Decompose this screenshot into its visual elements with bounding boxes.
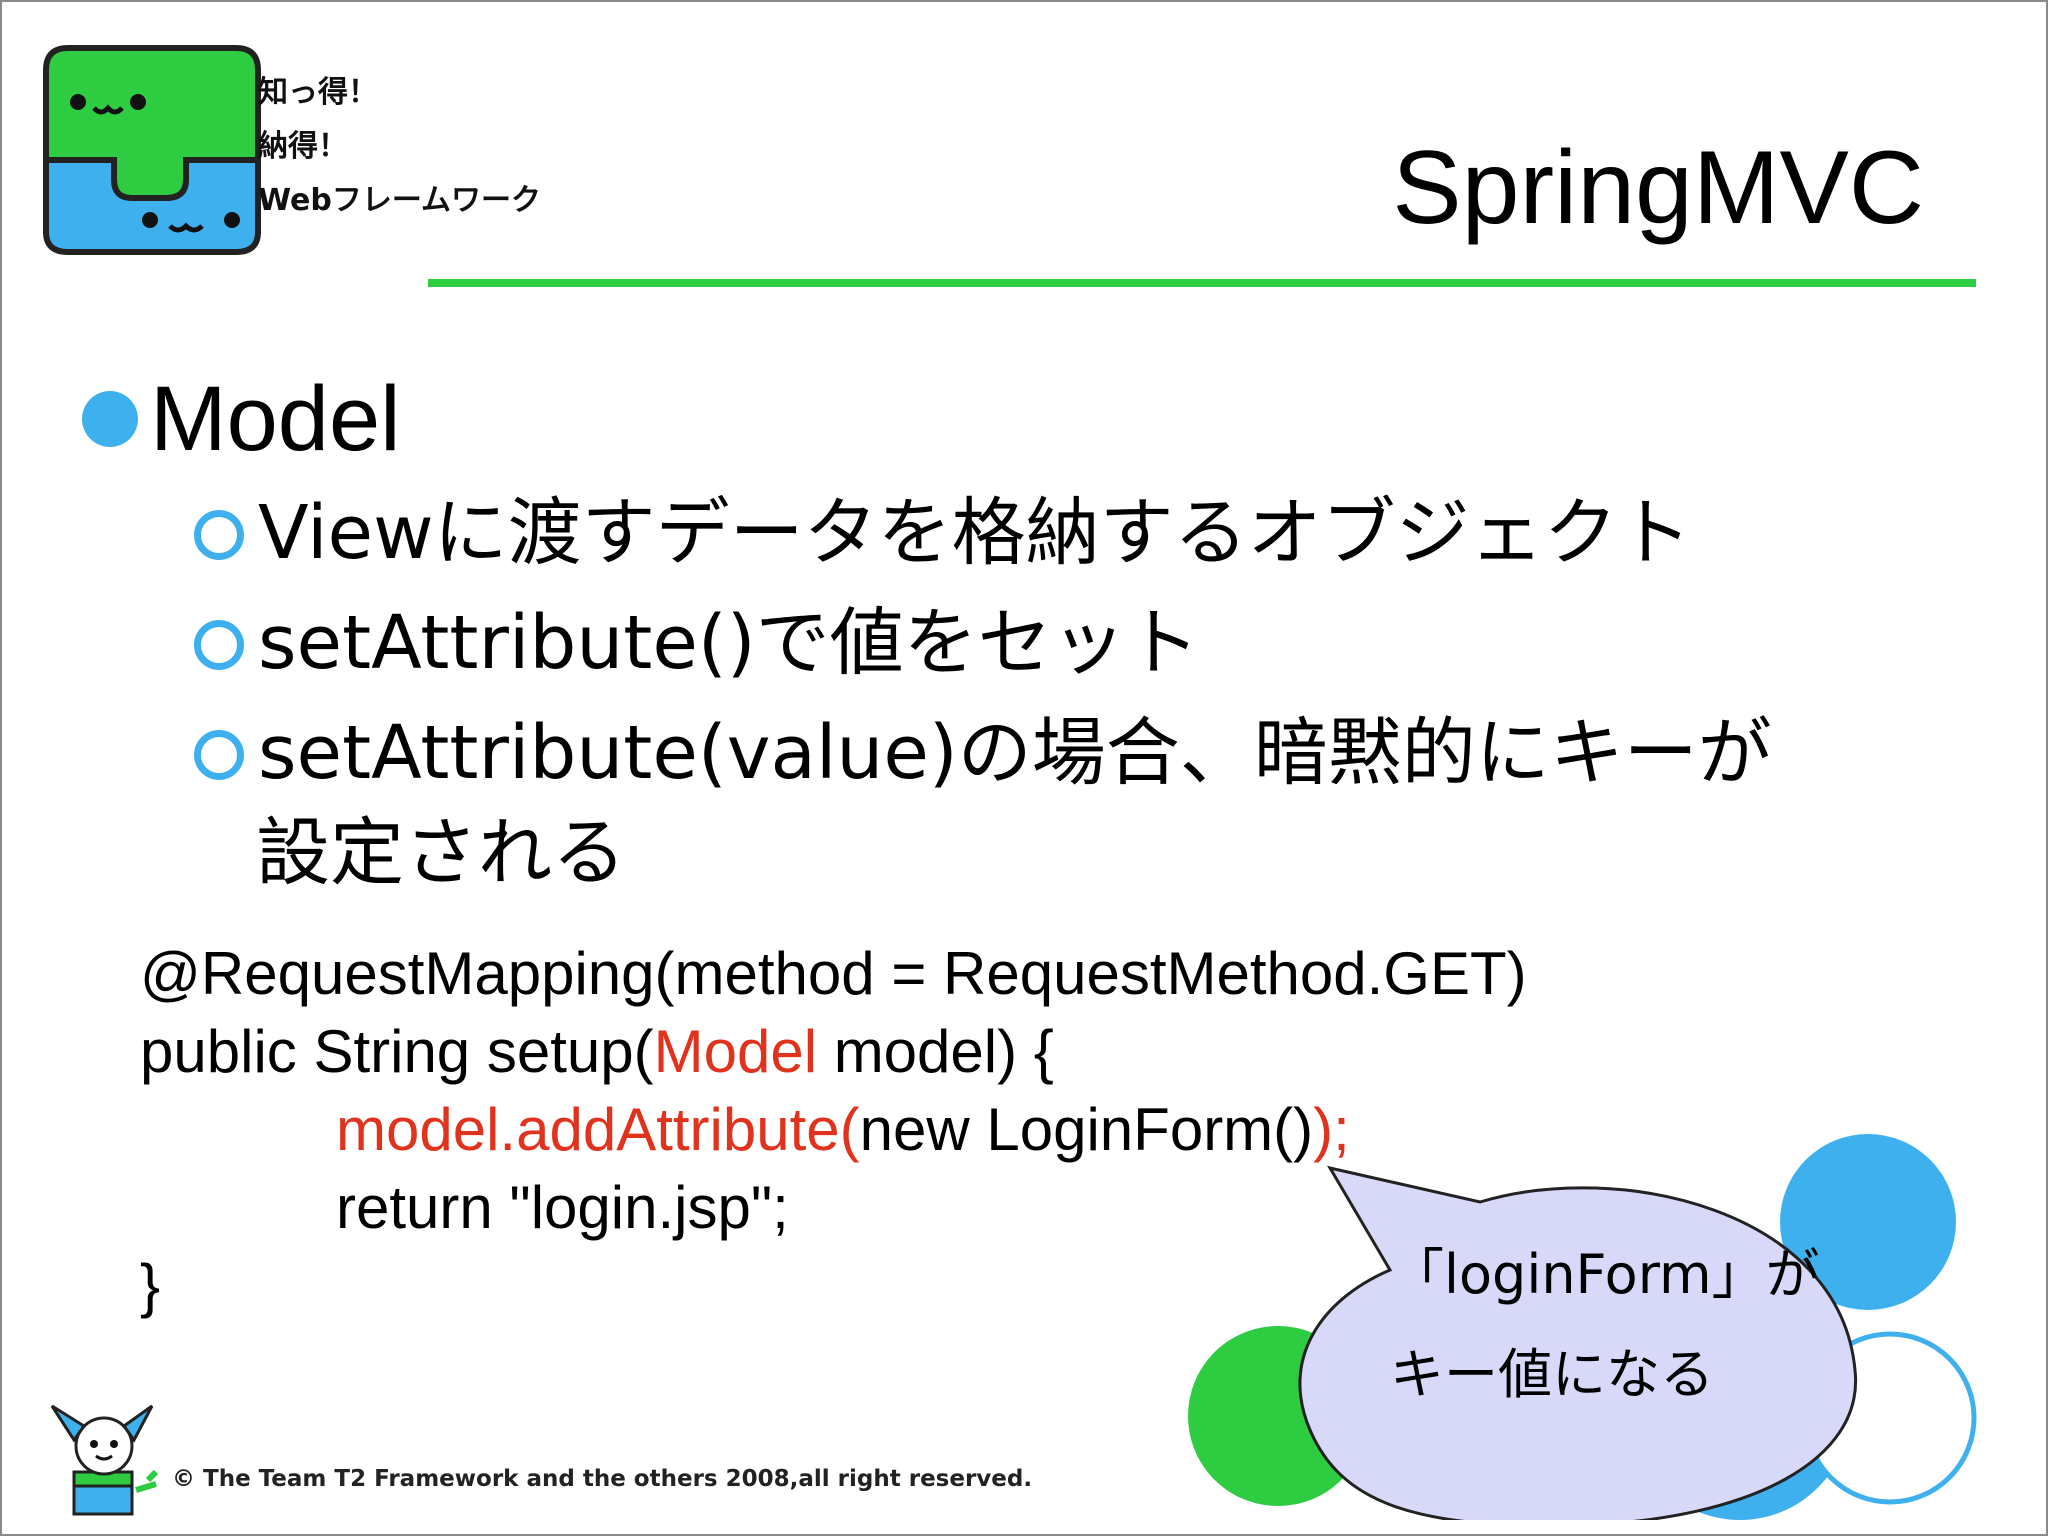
code-line-1: @RequestMapping(method = RequestMethod.G… bbox=[140, 940, 1527, 1007]
sub-bullet-text: Viewに渡すデータを格納するオブジェクト bbox=[258, 490, 1692, 576]
team-logo-icon bbox=[43, 45, 261, 255]
code-sample: @RequestMapping(method = RequestMethod.G… bbox=[140, 935, 1527, 1325]
callout-line-2: キー値になる bbox=[1390, 1343, 1714, 1406]
filled-circle-bullet-icon bbox=[82, 391, 138, 447]
logo-text: 知っ得！ 納得！ Webフレームワーク bbox=[258, 66, 541, 228]
code-line-2: public String setup(Model model) { bbox=[140, 1013, 1527, 1091]
code-text: new LoginForm() bbox=[859, 1096, 1314, 1163]
hollow-circle-bullet-icon bbox=[194, 510, 244, 560]
mascot-icon bbox=[50, 1404, 159, 1516]
slide-title: SpringMVC bbox=[1392, 130, 1924, 246]
code-highlight: model.addAttribute( bbox=[336, 1096, 860, 1163]
code-line-4: return "login.jsp"; bbox=[336, 1174, 789, 1241]
main-bullet-text: Model bbox=[150, 367, 401, 470]
hollow-circle-bullet-icon bbox=[194, 620, 244, 670]
logo-line-2: 納得！ bbox=[258, 129, 348, 164]
hollow-circle-bullet-icon bbox=[194, 730, 244, 780]
code-line-5: } bbox=[140, 1252, 161, 1319]
logo-line-1: 知っ得！ bbox=[258, 75, 378, 110]
sub-bullet-continuation: 設定される bbox=[256, 810, 626, 896]
callout-line-1: 「loginForm」が bbox=[1390, 1243, 1820, 1306]
copyright-footer: © The Team T2 Framework and the others 2… bbox=[172, 1466, 1033, 1492]
code-line-3: model.addAttribute(new LoginForm()); bbox=[140, 1091, 1527, 1169]
logo-line-3: Webフレームワーク bbox=[258, 183, 541, 218]
sub-bullet-2: setAttribute()で値をセット bbox=[194, 593, 1994, 693]
sub-bullet-text: setAttribute(value)の場合、暗黙的にキーが bbox=[258, 710, 1772, 796]
sub-bullet-3: setAttribute(value)の場合、暗黙的にキーが 設定される bbox=[194, 703, 1994, 903]
blue-circle-decoration bbox=[1780, 1134, 1956, 1310]
sub-bullet-1: Viewに渡すデータを格納するオブジェクト bbox=[194, 483, 1994, 583]
code-highlight: ); bbox=[1313, 1096, 1350, 1163]
code-text: public String setup( bbox=[140, 1018, 654, 1085]
code-highlight: Model bbox=[653, 1018, 818, 1085]
callout-text: 「loginForm」が キー値になる bbox=[1390, 1225, 1950, 1425]
title-underline bbox=[428, 279, 1976, 287]
code-text: model) { bbox=[817, 1018, 1054, 1085]
speech-bubble bbox=[1298, 1165, 1858, 1520]
main-bullet: Model bbox=[82, 364, 401, 474]
sub-bullet-text: setAttribute()で値をセット bbox=[258, 600, 1200, 686]
decorative-circles bbox=[1188, 1134, 1977, 1520]
